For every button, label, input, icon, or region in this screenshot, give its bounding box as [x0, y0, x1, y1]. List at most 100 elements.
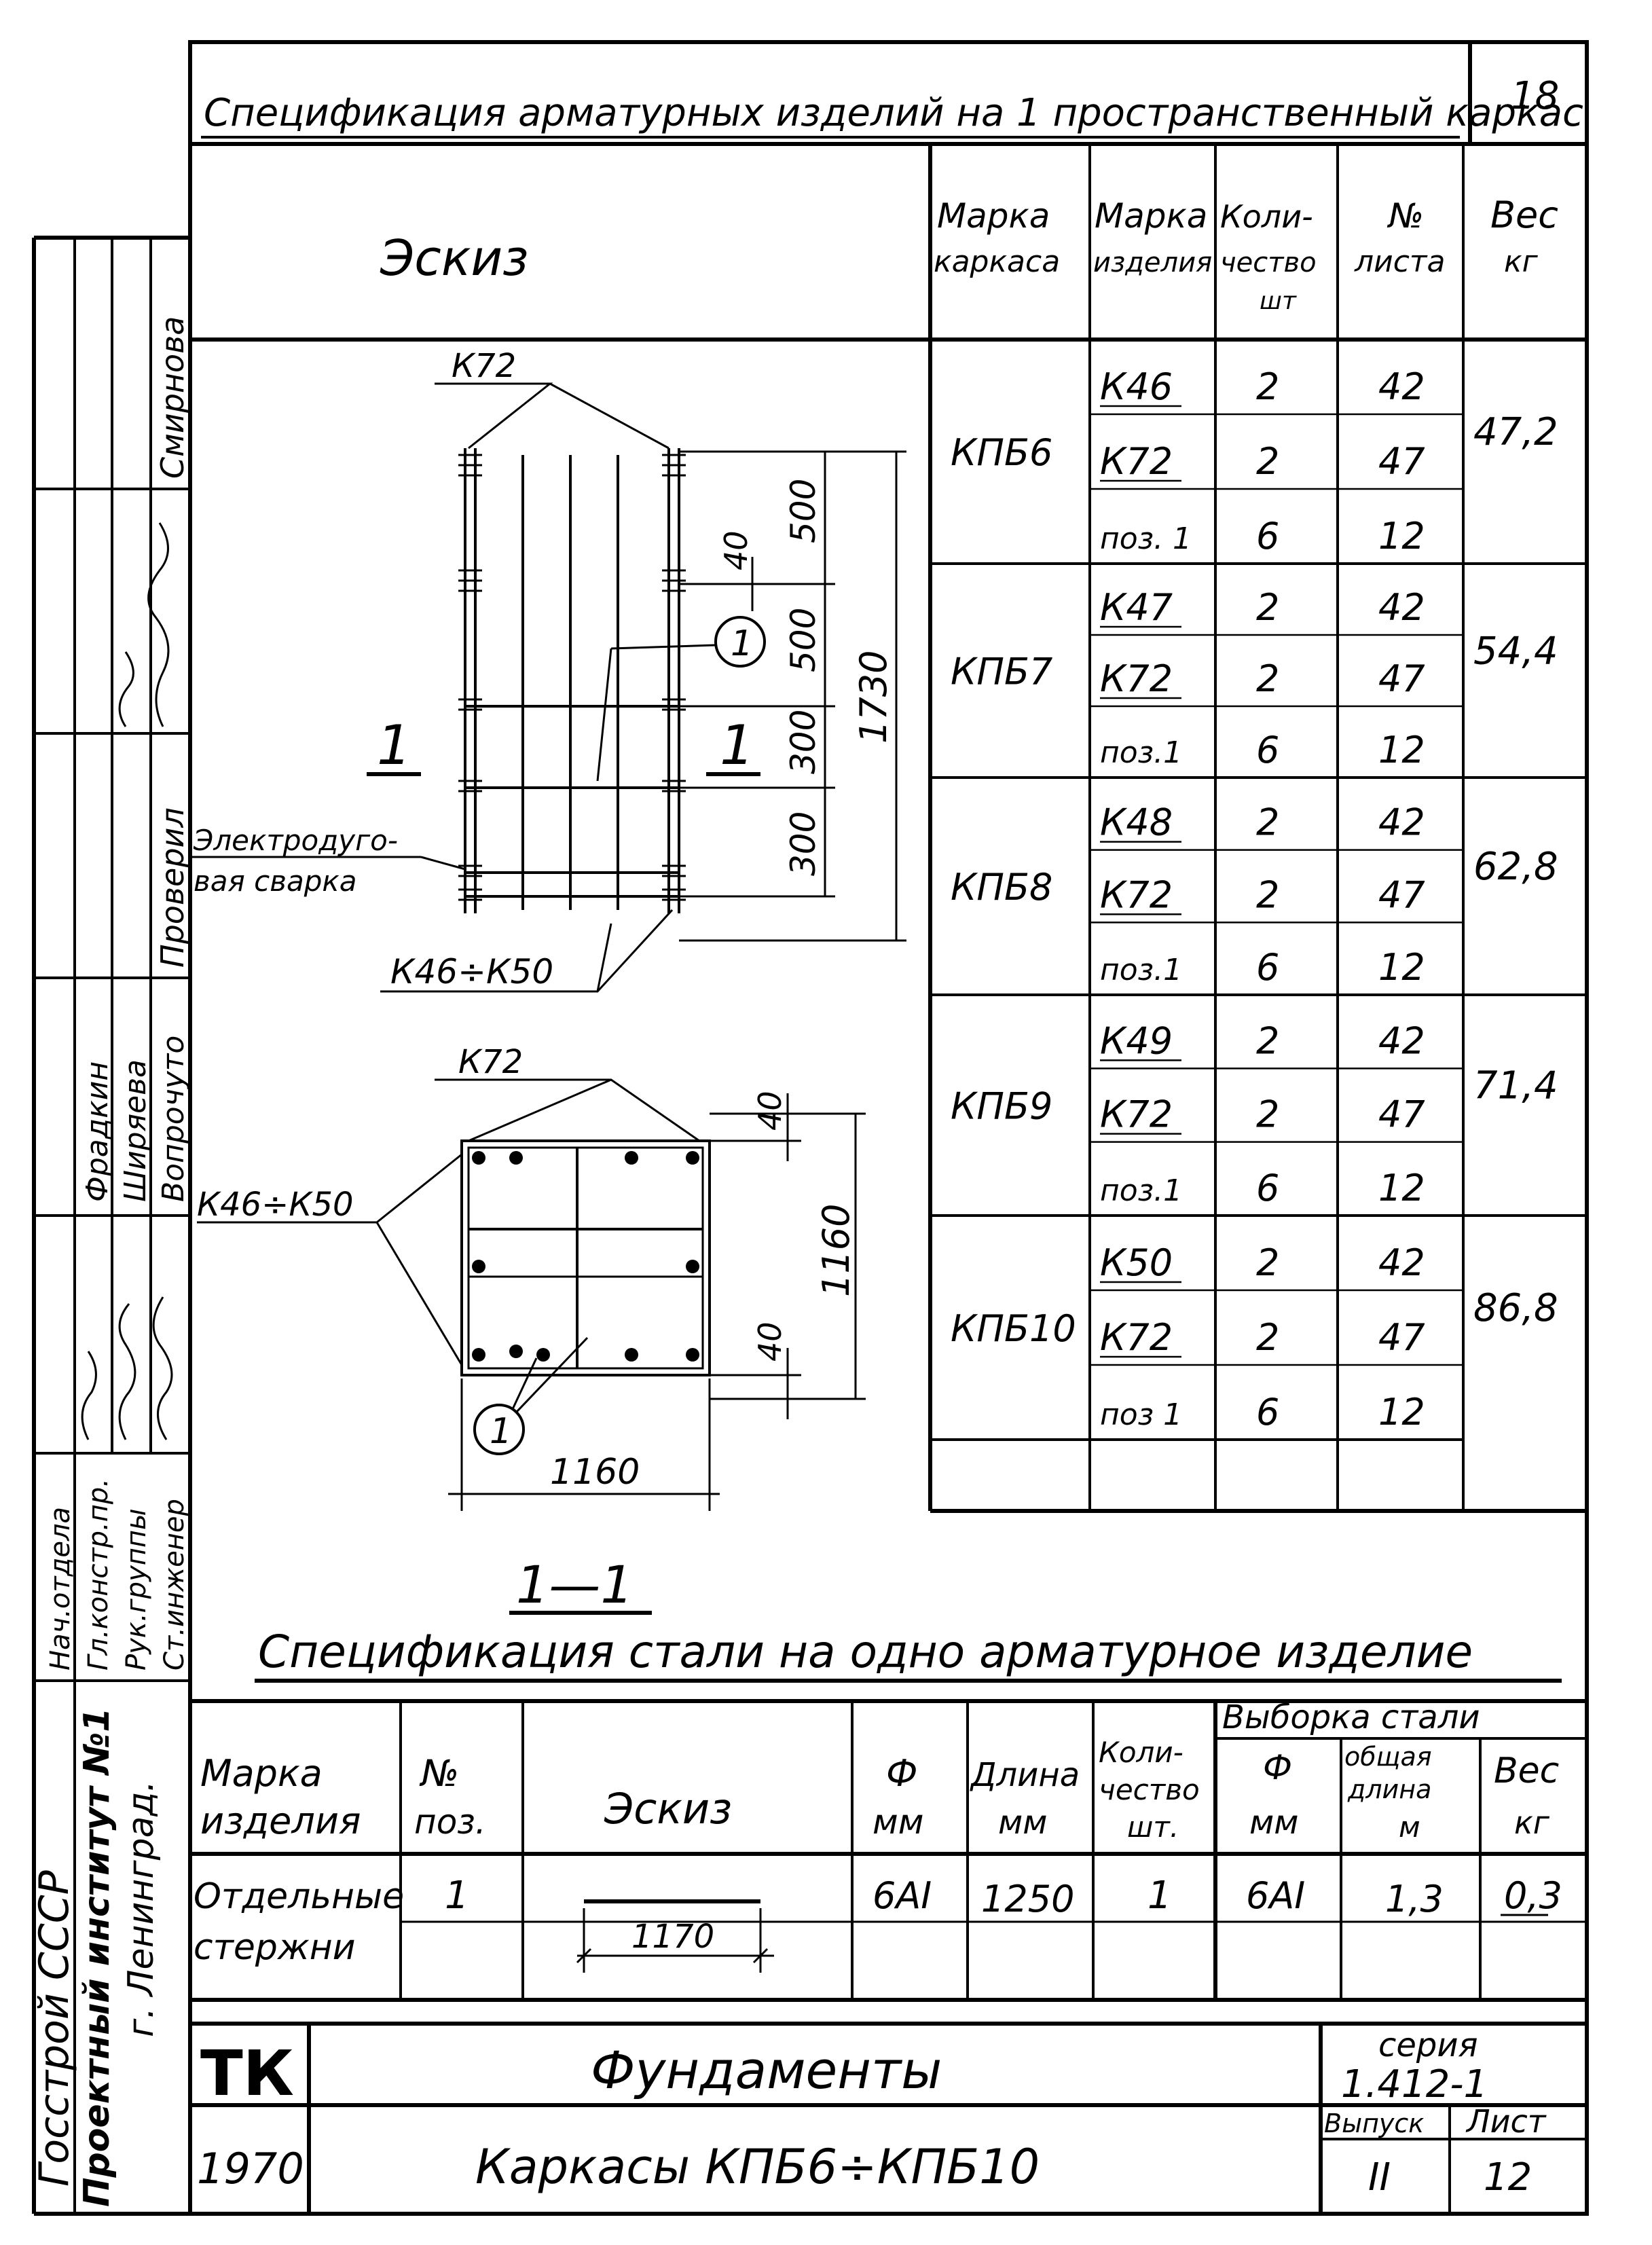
- sheet-label: Лист: [1465, 2103, 1547, 2140]
- issue-label: Выпуск: [1324, 2109, 1424, 2138]
- dim-total: 1730: [852, 651, 895, 744]
- item-quantity: 2: [1256, 1316, 1279, 1359]
- steel-row-qty: 1: [1148, 1874, 1172, 1918]
- frame-weight: 47,2: [1473, 410, 1558, 454]
- item-quantity: 2: [1256, 440, 1279, 483]
- title-block-title: Фундаменты: [591, 2040, 942, 2100]
- frame-mark: КПБ7: [951, 651, 1052, 693]
- frame-weight: 86,8: [1473, 1286, 1558, 1330]
- sheet-no-header-1: №: [1387, 196, 1424, 236]
- frame-mark: КПБ8: [951, 866, 1052, 909]
- item-sheet-no: 47: [1378, 1093, 1425, 1136]
- item-quantity: 2: [1256, 365, 1279, 408]
- steel-row-sel-weight: 0,3: [1504, 1874, 1562, 1917]
- item-sheet-no: 42: [1378, 1241, 1425, 1284]
- steel-row-mark-1: Отдельные: [194, 1876, 404, 1917]
- side-checked-name: Смирнова: [154, 316, 191, 479]
- item-quantity: 6: [1256, 1391, 1279, 1434]
- frame-weight: 62,8: [1473, 845, 1558, 889]
- elevation-bottom-mark: К46÷К50: [390, 952, 553, 991]
- frame-mark-header-2: каркаса: [934, 244, 1060, 279]
- sheet-value: 12: [1484, 2155, 1532, 2200]
- weld-note-1: Электродуго-: [193, 824, 398, 857]
- item-quantity: 2: [1256, 1019, 1279, 1062]
- item-quantity: 2: [1256, 657, 1279, 700]
- item-sheet-no: 12: [1378, 729, 1425, 771]
- plan-view: К72 К46÷К50 40 40 1160 1160 1: [197, 1043, 866, 1615]
- side-org-2: Проектный институт №1: [77, 1708, 117, 2207]
- qty-header-2: чество: [1220, 247, 1317, 278]
- side-role-4: Ст.инженер: [159, 1499, 190, 1671]
- series-label: серия: [1378, 2026, 1477, 2064]
- item-mark: К46: [1100, 365, 1173, 408]
- steel-qty-header-1: Коли-: [1099, 1736, 1183, 1769]
- item-quantity: 2: [1256, 1241, 1279, 1284]
- frame-weight: 54,4: [1473, 629, 1558, 674]
- side-role-1: Нач.отдела: [45, 1507, 76, 1671]
- steel-row-pos: 1: [445, 1874, 469, 1918]
- side-role-3: Рук.группы: [121, 1508, 152, 1671]
- steel-sel-len-header-1: общая: [1344, 1742, 1432, 1772]
- steel-row-sel-length: 1,3: [1385, 1878, 1444, 1920]
- item-quantity: 6: [1256, 515, 1279, 558]
- dim-500-b: 500: [784, 608, 823, 672]
- position-bubble: 1: [731, 623, 753, 664]
- steel-row-dia: 6АI: [873, 1874, 932, 1917]
- signatures: [81, 522, 173, 1440]
- steel-dia-header-2: мм: [873, 1802, 923, 1842]
- dim-500-a: 500: [784, 479, 823, 543]
- sheet-frame: [188, 40, 1589, 2216]
- side-stamp: [32, 236, 190, 2216]
- section-label: 1—1: [516, 1554, 634, 1615]
- item-mark-header-1: Марка: [1095, 196, 1207, 236]
- steel-sel-len-header-2: длина: [1347, 1774, 1431, 1804]
- steel-length-header-2: мм: [998, 1804, 1047, 1842]
- steel-sel-weight-header-1: Вес: [1494, 1751, 1559, 1791]
- item-quantity: 6: [1256, 946, 1279, 989]
- steel-pos-header-2: поз.: [414, 1802, 486, 1842]
- steel-qty-header-2: чество: [1099, 1773, 1200, 1806]
- frame-mark: КПБ9: [951, 1085, 1052, 1128]
- title-block-subtitle: Каркасы КПБ6÷КПБ10: [475, 2139, 1040, 2195]
- item-quantity: 2: [1256, 801, 1279, 844]
- frame-mark: КПБ6: [951, 431, 1052, 474]
- item-sheet-no: 47: [1378, 440, 1425, 483]
- qty-header-3: шт: [1260, 287, 1297, 315]
- elevation-view: К72 К46÷К50 Электродуго- вая сварка 1 1 …: [190, 347, 906, 993]
- side-org-1: Госстрой СССР: [31, 1869, 78, 2187]
- item-mark: К72: [1100, 1316, 1173, 1359]
- steel-table: [190, 1699, 1587, 2002]
- item-quantity: 6: [1256, 729, 1279, 771]
- item-sheet-no: 47: [1378, 1316, 1425, 1359]
- steel-pos-header-1: №: [419, 1752, 459, 1795]
- title-block-year: 1970: [197, 2144, 304, 2193]
- item-mark: поз.1: [1100, 953, 1182, 987]
- plan-dim-height: 1160: [815, 1204, 858, 1297]
- steel-row-sketch-dim: 1170: [631, 1918, 714, 1956]
- plan-bubble: 1: [490, 1411, 512, 1452]
- frame-mark-header-1: Марка: [937, 196, 1050, 236]
- sketch-header: Эскиз: [380, 230, 528, 287]
- steel-row-sel-dia: 6АI: [1246, 1874, 1305, 1917]
- steel-selection-header: Выборка стали: [1222, 1698, 1480, 1736]
- dim-300-b: 300: [784, 811, 823, 876]
- side-org-3: г. Ленинград.: [121, 1781, 162, 2037]
- page-number: 18: [1511, 74, 1559, 118]
- item-sheet-no: 42: [1378, 1019, 1425, 1062]
- title-block-code: ТК: [200, 2037, 294, 2110]
- qty-header-1: Коли-: [1220, 198, 1313, 235]
- steel-item-mark-header-1: Марка: [200, 1752, 323, 1795]
- steel-item-mark-header-2: изделия: [200, 1800, 361, 1842]
- steel-sel-dia-header-2: мм: [1249, 1804, 1298, 1842]
- steel-sel-len-header-3: м: [1399, 1810, 1420, 1844]
- bar-sketch: [576, 1899, 774, 1973]
- steel-sel-dia-header-1: Ф: [1263, 1748, 1292, 1787]
- item-sheet-no: 12: [1378, 1391, 1425, 1434]
- plan-dim-width: 1160: [550, 1452, 640, 1493]
- weight-header-1: Вес: [1490, 194, 1558, 236]
- plan-left-mark: К46÷К50: [197, 1186, 354, 1224]
- steel-sel-weight-header-2: кг: [1514, 1804, 1550, 1841]
- item-quantity: 2: [1256, 873, 1279, 916]
- steel-dia-header-1: Ф: [886, 1752, 918, 1795]
